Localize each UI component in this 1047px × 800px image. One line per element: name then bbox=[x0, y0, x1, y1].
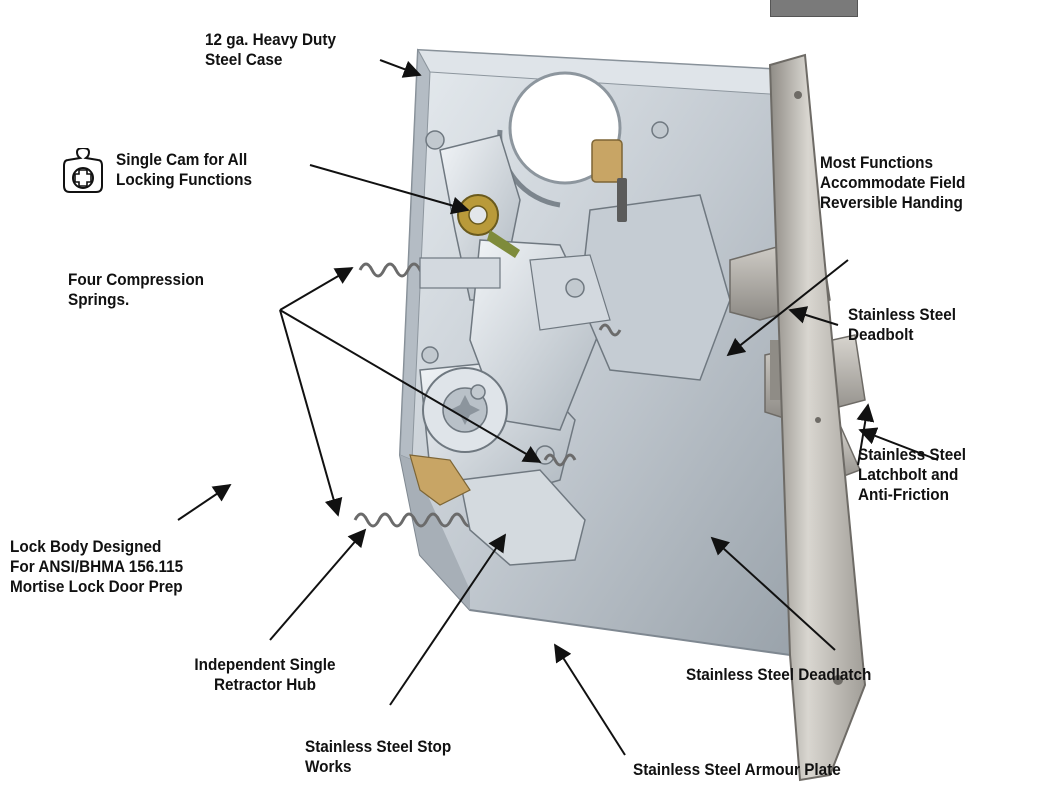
label-deadlatch: Stainless Steel Deadlatch bbox=[686, 665, 872, 684]
label-field-reversible-handing: Most Functions Accommodate Field Reversi… bbox=[820, 153, 966, 212]
leader-arrows bbox=[177, 59, 939, 756]
deadbolt-throw-plate bbox=[579, 194, 731, 381]
label-deadbolt: Stainless Steel Deadbolt bbox=[848, 305, 957, 344]
label-stop-works: Stainless Steel Stop Works bbox=[305, 737, 452, 776]
label-armour-plate: Stainless Steel Armour Plate bbox=[633, 760, 841, 779]
corner-tab bbox=[770, 0, 858, 17]
case-bottom-edge bbox=[400, 455, 470, 610]
label-single-cam: Single Cam for All Locking Functions bbox=[116, 150, 252, 189]
label-latchbolt: Stainless Steel Latchbolt and Anti-Frict… bbox=[858, 445, 967, 504]
lock-cylinder-icon bbox=[63, 148, 103, 193]
label-lock-body-prep: Lock Body Designed For ANSI/BHMA 156.115… bbox=[10, 537, 184, 596]
label-compression-springs: Four Compression Springs. bbox=[68, 270, 205, 309]
label-steel-case: 12 ga. Heavy Duty Steel Case bbox=[205, 30, 336, 69]
label-retractor-hub: Independent Single Retractor Hub bbox=[194, 655, 336, 694]
